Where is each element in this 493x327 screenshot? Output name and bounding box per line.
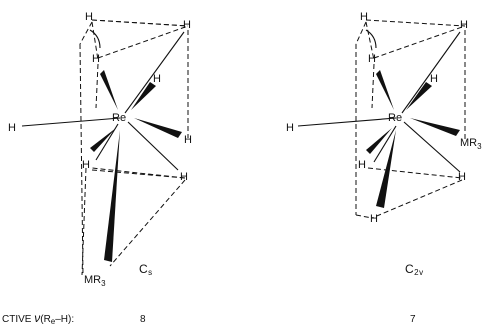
cs-h-right: H xyxy=(184,134,192,146)
cs-h-top-left: H xyxy=(85,11,93,23)
cs-h-upper-wedge: H xyxy=(153,73,161,85)
c2v-h-upper-wedge: H xyxy=(430,73,438,85)
c2v-h-upper-left: H xyxy=(368,53,376,65)
c2v-count: 7 xyxy=(410,314,416,325)
cs-metal: Re xyxy=(112,112,126,124)
c2v-h-lower-right: H xyxy=(458,171,466,183)
c2v-h-top-right: H xyxy=(460,19,468,31)
caption-row: CTIVE ν(Re–H): 8 7 xyxy=(2,311,416,326)
cs-h-lower-right: H xyxy=(180,171,188,183)
cs-symmetry-label: Cs xyxy=(139,262,153,277)
cs-ligand: MR3 xyxy=(84,274,106,288)
caption-label: CTIVE ν(Re–H): xyxy=(2,311,74,326)
c2v-h-left: H xyxy=(286,122,294,134)
cs-h-upper-left: H xyxy=(92,53,100,65)
cs-h-left: H xyxy=(8,122,16,134)
c2v-h-top-left: H xyxy=(360,11,368,23)
cs-count: 8 xyxy=(140,314,146,325)
structure-c2v: H H H H H MR3 H H H Re C2v xyxy=(286,11,482,277)
c2v-h-bottom: H xyxy=(370,213,378,225)
c2v-ligand: MR3 xyxy=(460,137,482,151)
c2v-symmetry-label: C2v xyxy=(405,262,424,277)
structure-cs: H H H H H H H H Re MR3 Cs xyxy=(8,11,192,288)
c2v-h-lower-left: H xyxy=(358,159,366,171)
cs-h-top-right: H xyxy=(183,19,191,31)
c2v-metal: Re xyxy=(388,112,402,124)
cs-h-lower-left: H xyxy=(82,159,90,171)
